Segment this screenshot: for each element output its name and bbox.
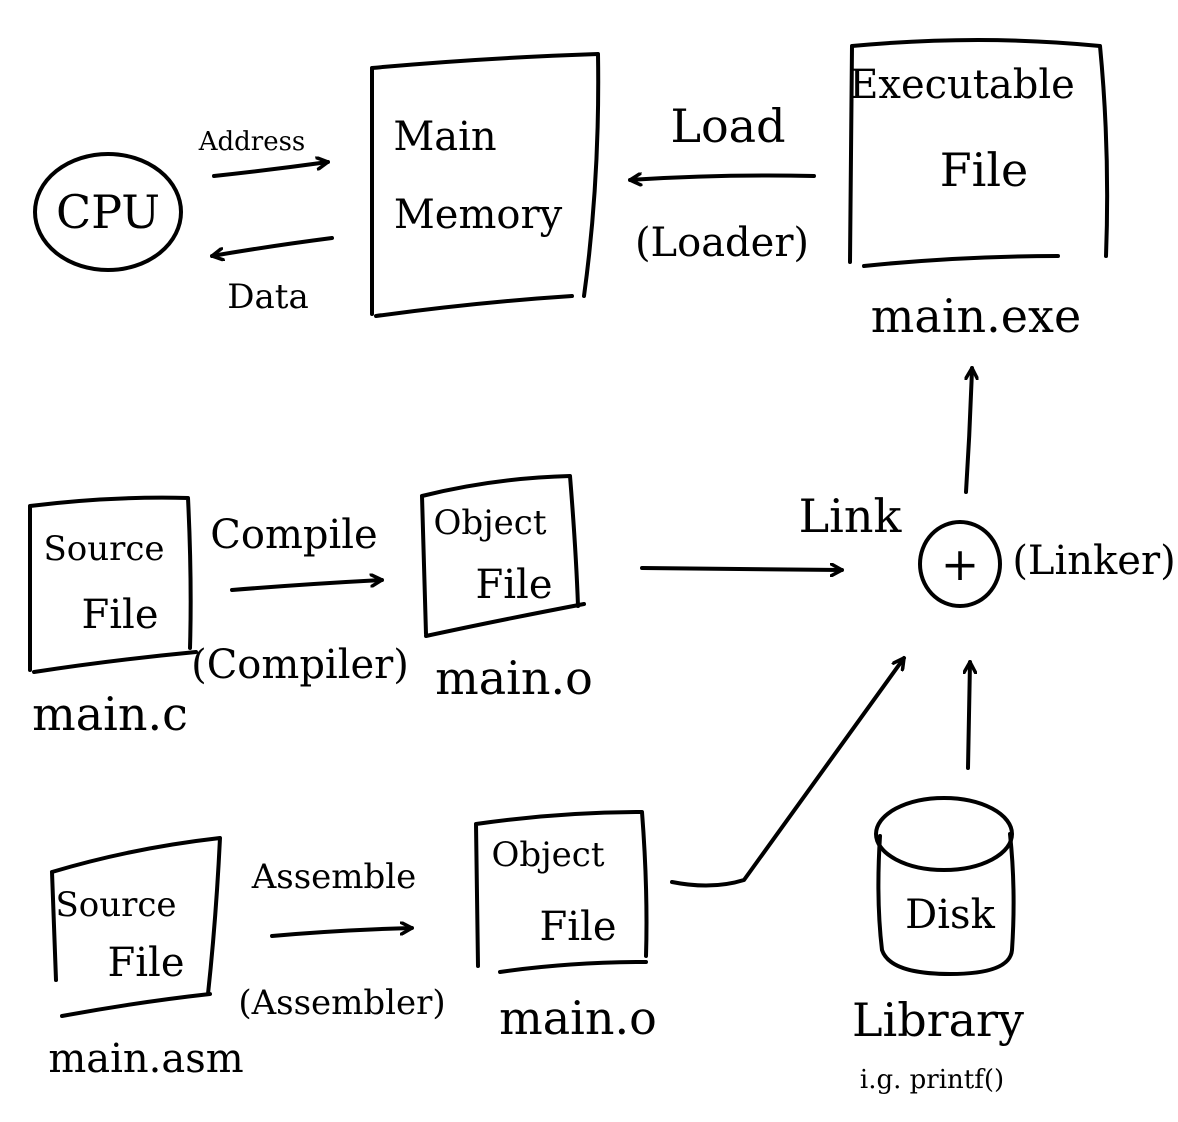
disk-label: Disk <box>905 892 995 938</box>
loader-label: (Loader) <box>635 220 809 266</box>
cpu-circle <box>33 152 183 272</box>
source-asm-line2: File <box>107 940 184 986</box>
main-memory-box <box>370 52 601 318</box>
library-to-linker-arrow <box>968 660 970 770</box>
link-label: Link <box>799 489 903 543</box>
object-file-box-c <box>420 474 586 638</box>
linker-to-exe-arrow <box>964 366 972 494</box>
object-c-filename: main.o <box>435 651 593 705</box>
data-arrow <box>210 236 334 256</box>
address-label: Address <box>198 127 306 157</box>
linker-circle <box>918 520 1002 608</box>
executable-line2: File <box>940 143 1029 197</box>
executable-file-box <box>848 38 1110 268</box>
compile-arrow <box>230 580 384 592</box>
object-asm-filename: main.o <box>499 991 657 1045</box>
plus-symbol: + <box>941 537 980 591</box>
disk-cylinder-top <box>874 796 1014 872</box>
cpu-label: CPU <box>56 185 160 239</box>
object-file-box-asm <box>474 810 649 974</box>
object-asm-line2: File <box>539 904 616 950</box>
source-c-line1: Source <box>43 529 164 569</box>
library-label: Library <box>852 993 1024 1047</box>
object-to-linker-arrow <box>640 568 844 570</box>
compiler-label: (Compiler) <box>191 642 409 688</box>
load-arrow <box>628 176 816 181</box>
object-c-line1: Object <box>433 503 546 543</box>
library-example: i.g. printf() <box>860 1065 1004 1095</box>
main-memory-line2: Memory <box>394 192 563 238</box>
exe-filename: main.exe <box>871 289 1081 343</box>
data-label: Data <box>227 277 308 317</box>
linker-label: (Linker) <box>1012 538 1175 584</box>
source-file-box-asm <box>50 836 222 1018</box>
asm-object-to-linker-arrow <box>670 656 906 888</box>
source-asm-filename: main.asm <box>48 1036 243 1082</box>
object-asm-line1: Object <box>491 835 604 875</box>
source-c-line2: File <box>81 592 158 638</box>
source-file-box-c <box>28 495 198 674</box>
main-memory-line1: Main <box>393 114 496 160</box>
assemble-label: Assemble <box>251 857 417 897</box>
disk-cylinder-body <box>876 832 1016 976</box>
load-label: Load <box>670 99 785 153</box>
source-asm-line1: Source <box>55 885 176 925</box>
assemble-arrow <box>270 928 414 938</box>
assembler-label: (Assembler) <box>238 983 445 1023</box>
compile-label: Compile <box>210 512 377 558</box>
object-c-line2: File <box>475 562 552 608</box>
address-arrow <box>212 162 330 178</box>
source-c-filename: main.c <box>32 687 188 741</box>
executable-line1: Executable <box>849 62 1075 108</box>
